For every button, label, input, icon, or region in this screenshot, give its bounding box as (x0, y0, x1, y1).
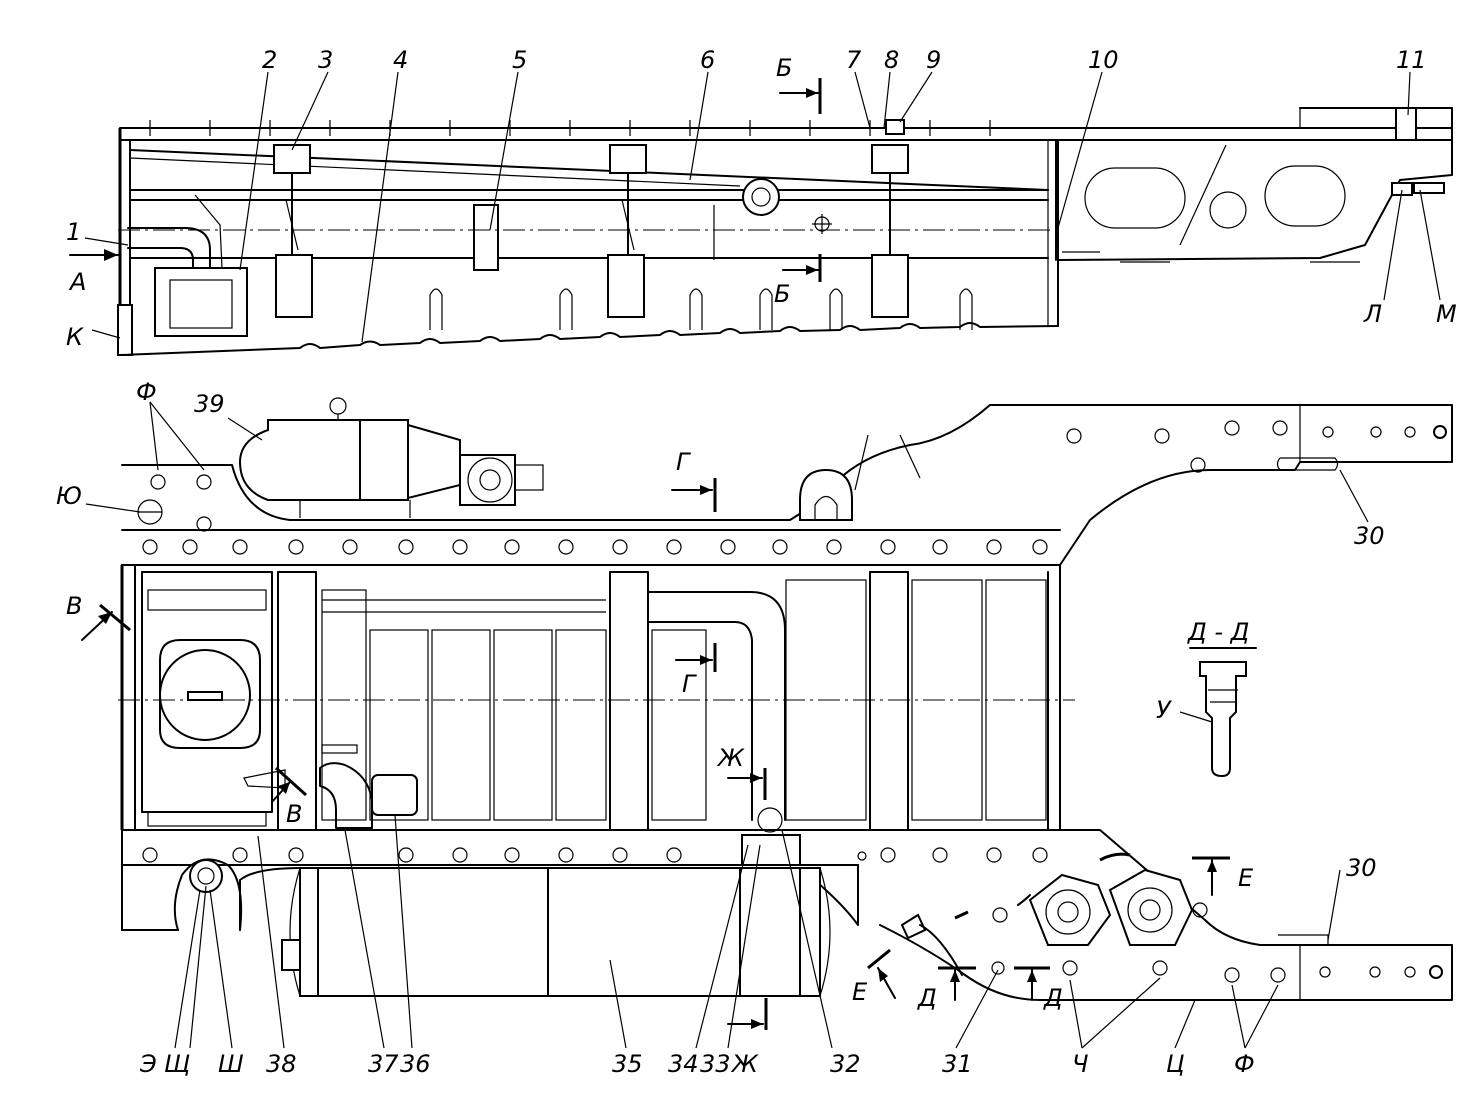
reservoir-35 (281, 867, 831, 997)
label-30-bottom: 30 (1346, 854, 1377, 882)
round-hatches (1028, 868, 1194, 946)
label-5: 5 (512, 46, 527, 74)
compressor-39 (238, 397, 544, 518)
label-6: 6 (700, 46, 715, 74)
label-dd-section: Д - Д (1187, 618, 1249, 646)
label-a: А (68, 268, 86, 296)
label-11: 11 (1396, 46, 1427, 74)
upper-chord-holes (142, 539, 1048, 555)
label-ch: Ч (1072, 1050, 1088, 1078)
top-plate-holes (150, 420, 1447, 532)
section-dd-detail (1179, 647, 1257, 778)
label-v-left: В (66, 592, 82, 620)
label-31: 31 (942, 1050, 973, 1078)
label-g-mid: Г (682, 670, 697, 698)
label-2: 2 (262, 46, 277, 74)
label-g-top: Г (676, 448, 691, 476)
label-3: 3 (318, 46, 333, 74)
section-mark-b (779, 78, 822, 282)
plan-view (118, 397, 1453, 1001)
section-marks-plan (81, 478, 1230, 1030)
label-e-right: Е (1238, 864, 1254, 892)
battery-cells (321, 579, 1047, 821)
label-d-left: Д (917, 984, 937, 1012)
label-e-bottom: Э (139, 1050, 157, 1078)
lower-chord-holes (142, 847, 1048, 863)
label-30-top: 30 (1354, 522, 1385, 550)
label-9: 9 (926, 46, 941, 74)
label-38: 38 (266, 1050, 297, 1078)
label-35: 35 (612, 1050, 643, 1078)
label-f-top: Ф (136, 378, 157, 406)
label-yu: Ю (56, 482, 82, 510)
label-34: 34 (668, 1050, 699, 1078)
label-4: 4 (393, 46, 408, 74)
label-36: 36 (400, 1050, 431, 1078)
label-b-bottom: Б (774, 280, 790, 308)
side-view (117, 107, 1453, 356)
label-32: 32 (830, 1050, 861, 1078)
callout-labels: 1 А К 2 3 4 5 6 Б 7 8 9 10 11 Б Л М Ф 39… (56, 46, 1457, 1078)
bottom-tail-holes (857, 851, 1443, 983)
label-37: 37 (368, 1050, 399, 1078)
label-1: 1 (66, 218, 81, 246)
label-v-mid: В (286, 800, 302, 828)
label-u: У (1156, 696, 1172, 724)
label-b-top: Б (776, 54, 792, 82)
label-zh-top: Ж (716, 744, 745, 772)
leader-lines (84, 71, 1441, 1049)
label-shch: Щ (164, 1050, 190, 1078)
label-k: К (66, 323, 84, 351)
label-10: 10 (1088, 46, 1119, 74)
label-zh-bottom: Ж (730, 1050, 759, 1078)
label-ts: Ц (1166, 1050, 1185, 1078)
label-e-left: Е (852, 978, 868, 1006)
label-7: 7 (846, 46, 862, 74)
rail-ticks (149, 120, 991, 136)
label-8: 8 (884, 46, 899, 74)
label-sh: Ш (218, 1050, 244, 1078)
label-33: 33 (700, 1050, 731, 1078)
label-m: М (1436, 300, 1457, 328)
label-f-bottom: Ф (1234, 1050, 1255, 1078)
label-l: Л (1363, 300, 1382, 328)
label-d-right: Д (1043, 984, 1063, 1012)
label-39: 39 (194, 390, 225, 418)
